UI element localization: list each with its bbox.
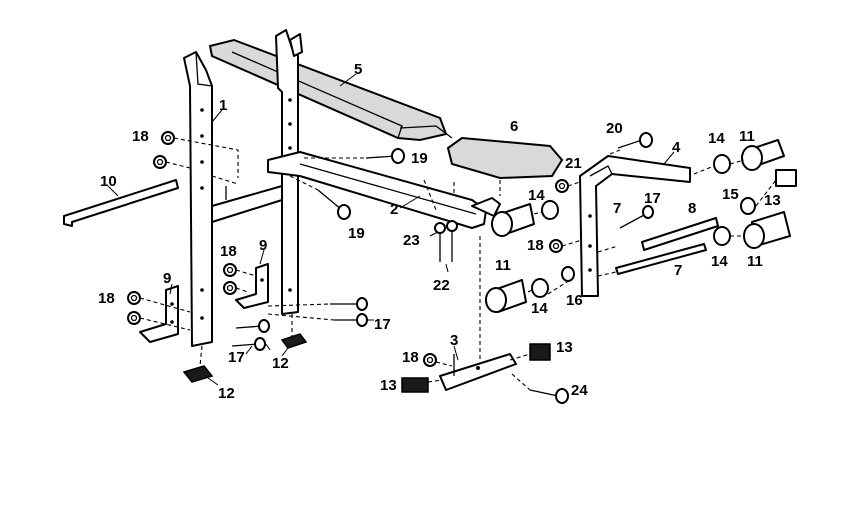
front-upright (183, 51, 213, 347)
label-part-11-top-right: 11 (739, 128, 755, 145)
label-part-12-left: 12 (218, 385, 235, 402)
label-part-21: 21 (565, 155, 582, 172)
bolt-19-b (317, 189, 351, 220)
assembly-lines (139, 137, 777, 391)
roller-pad-bottom-right (743, 211, 791, 249)
label-part-12-right: 12 (272, 355, 289, 372)
back-pad (208, 38, 453, 142)
label-part-18-left: 18 (98, 290, 115, 307)
part-labels: 1 2 3 4 5 6 7 7 8 9 9 10 11 11 11 11 12 … (98, 61, 781, 402)
nut-21 (555, 179, 569, 193)
label-part-19-top: 19 (411, 150, 428, 167)
label-part-18-right: 18 (527, 237, 544, 254)
square-cap-top (775, 169, 797, 187)
label-part-18-base: 18 (402, 349, 419, 366)
label-part-8: 8 (688, 200, 696, 217)
label-part-7-lower: 7 (674, 262, 682, 279)
label-part-18-bracket: 18 (220, 243, 237, 260)
nut-18-c (127, 291, 141, 325)
label-part-6: 6 (510, 118, 518, 135)
label-part-14-a: 14 (528, 187, 545, 204)
washer-15 (740, 197, 756, 215)
label-part-17-left: 17 (228, 349, 245, 366)
square-cap-left (401, 377, 429, 393)
bolt-17-c (330, 297, 368, 327)
nut-18-a (161, 131, 175, 145)
label-part-17-right: 17 (644, 190, 661, 207)
washer-16 (561, 266, 575, 282)
label-part-11-bottom-right: 11 (747, 253, 763, 270)
nut-18-f (423, 353, 437, 367)
washer-14-c (713, 154, 731, 174)
rod-7-lower (615, 243, 707, 275)
roller-pad-top-right (741, 139, 785, 171)
bolt-20 (617, 132, 653, 149)
label-part-5: 5 (354, 61, 362, 78)
roller-pad-bottom-left (485, 279, 527, 313)
bar-rod (63, 179, 179, 227)
nut-18-d (223, 263, 237, 295)
label-part-3: 3 (450, 332, 458, 349)
label-part-16: 16 (566, 292, 583, 309)
label-part-4: 4 (672, 139, 681, 156)
rod-8 (641, 217, 719, 251)
main-rail (267, 151, 501, 229)
label-part-9-right: 9 (259, 237, 267, 254)
bolt-19-a (365, 148, 405, 164)
leader-lines (107, 73, 675, 386)
label-part-13-right: 13 (556, 339, 573, 356)
label-part-13-left: 13 (380, 377, 397, 394)
bolt-24 (529, 388, 569, 404)
bolt-17-b (231, 337, 266, 351)
bolt-17-d (619, 205, 654, 229)
washer-14-d (713, 226, 731, 246)
end-cap-left (182, 365, 214, 383)
nut-18-b (153, 155, 167, 169)
label-part-11-left: 11 (495, 257, 511, 274)
label-part-14-b: 14 (531, 300, 548, 317)
label-part-19-mid: 19 (348, 225, 365, 242)
bracket-left (139, 285, 179, 343)
washer-14-b (531, 278, 549, 298)
label-part-14-d: 14 (711, 253, 728, 270)
label-part-13-top: 13 (764, 192, 781, 209)
label-part-20: 20 (606, 120, 623, 137)
label-part-9-left: 9 (163, 270, 171, 287)
label-part-24: 24 (571, 382, 588, 399)
cross-brace (211, 185, 283, 223)
seat-pad (446, 136, 564, 180)
label-part-23: 23 (403, 232, 420, 249)
label-part-7-upper: 7 (613, 200, 621, 217)
label-part-10: 10 (100, 173, 117, 190)
bolts-22-23 (434, 220, 458, 262)
washer-14-a (541, 200, 559, 220)
leg-lift-frame (579, 155, 691, 297)
label-part-17-mid: 17 (374, 316, 391, 333)
square-cap-right (529, 343, 551, 361)
label-part-15: 15 (722, 186, 739, 203)
label-part-22: 22 (433, 277, 450, 294)
base-tube (439, 353, 517, 391)
label-part-14-c: 14 (708, 130, 725, 147)
end-cap-right (280, 333, 308, 349)
nut-18-e (549, 239, 563, 253)
label-part-1: 1 (219, 97, 227, 114)
bolt-17-a (235, 319, 270, 333)
label-part-2: 2 (390, 201, 398, 218)
bracket-right (235, 263, 269, 309)
label-part-18-top: 18 (132, 128, 149, 145)
roller-pad-top-left (491, 203, 535, 237)
